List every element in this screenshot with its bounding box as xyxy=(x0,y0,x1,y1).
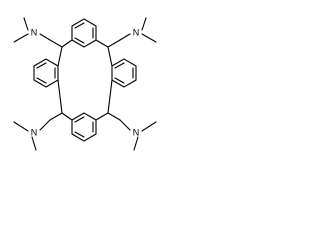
benzene-ring-bottom xyxy=(71,112,97,142)
benzene-ring-top xyxy=(71,18,97,48)
bridge-bonds xyxy=(57,39,113,121)
nitrogen-label-bottom-right: N xyxy=(133,127,140,137)
nitrogen-label-top-right: N xyxy=(133,27,140,37)
side-chain-bottom-left xyxy=(13,112,63,151)
side-chain-top-right xyxy=(107,17,157,48)
side-chain-top-left xyxy=(13,17,63,48)
nitrogen-label-top-left: N xyxy=(31,27,38,37)
benzene-ring-left xyxy=(33,58,59,88)
side-chain-bottom-right xyxy=(107,112,157,151)
molecule-structure: N N N N xyxy=(13,17,157,151)
nitrogen-label-bottom-left: N xyxy=(31,127,38,137)
benzene-ring-right xyxy=(111,58,137,88)
